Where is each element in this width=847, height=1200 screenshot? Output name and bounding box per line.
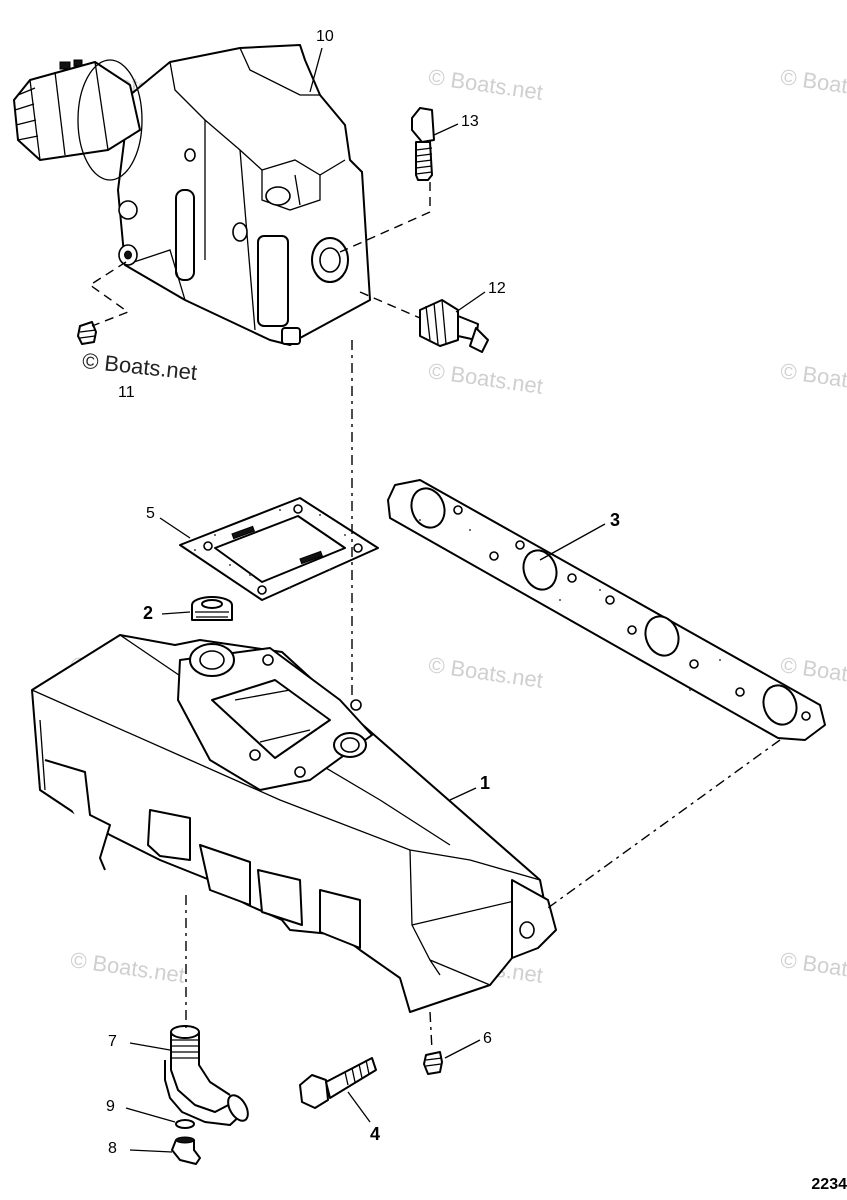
- exhaust-elbow-part-10: [13, 44, 371, 346]
- plug-part-2: [191, 596, 233, 621]
- assembly-line: [88, 261, 130, 327]
- sender-part-12: [419, 299, 489, 353]
- leader-line: [159, 517, 191, 539]
- leader-line: [444, 1039, 481, 1059]
- callout-6: 6: [483, 1030, 492, 1047]
- manifold-gasket-part-3: [387, 479, 826, 741]
- callout-11: 11: [118, 384, 135, 401]
- leader-line: [309, 47, 323, 93]
- o-ring-part-9: [175, 1119, 195, 1129]
- drain-fitting-part-8: [171, 1136, 201, 1165]
- plug-part-6: [423, 1051, 443, 1075]
- callout-12: 12: [488, 280, 506, 297]
- plug-part-11: [77, 321, 97, 345]
- gasket-part-5: [179, 497, 379, 601]
- leader-line: [433, 123, 459, 136]
- callout-4: 4: [370, 1124, 381, 1144]
- callout-9: 9: [106, 1098, 115, 1115]
- assembly-line: [339, 182, 431, 253]
- callout-13: 13: [461, 113, 479, 130]
- figure-number: 2234: [811, 1176, 847, 1193]
- leader-line: [347, 1091, 371, 1123]
- callout-1: 1: [480, 773, 491, 793]
- leader-line: [129, 1042, 171, 1051]
- exhaust-manifold-part-1: [31, 634, 557, 1013]
- leader-line: [129, 1149, 173, 1153]
- callout-3: 3: [610, 510, 621, 530]
- assembly-line: [429, 1011, 433, 1051]
- callout-5: 5: [146, 505, 155, 522]
- bolt-part-4: [299, 1057, 377, 1109]
- callout-10: 10: [316, 28, 334, 45]
- bolt-part-13: [411, 107, 435, 181]
- leader-line: [161, 611, 191, 615]
- assembly-line: [544, 739, 781, 911]
- leader-line: [125, 1107, 176, 1123]
- callout-8: 8: [108, 1140, 117, 1157]
- leader-line: [449, 787, 477, 801]
- callout-2: 2: [143, 603, 154, 623]
- elbow-fitting-part-7: [164, 1025, 249, 1126]
- leader-line: [539, 523, 606, 561]
- callout-7: 7: [108, 1033, 117, 1050]
- leader-line: [455, 291, 486, 313]
- assembly-line: [359, 291, 421, 319]
